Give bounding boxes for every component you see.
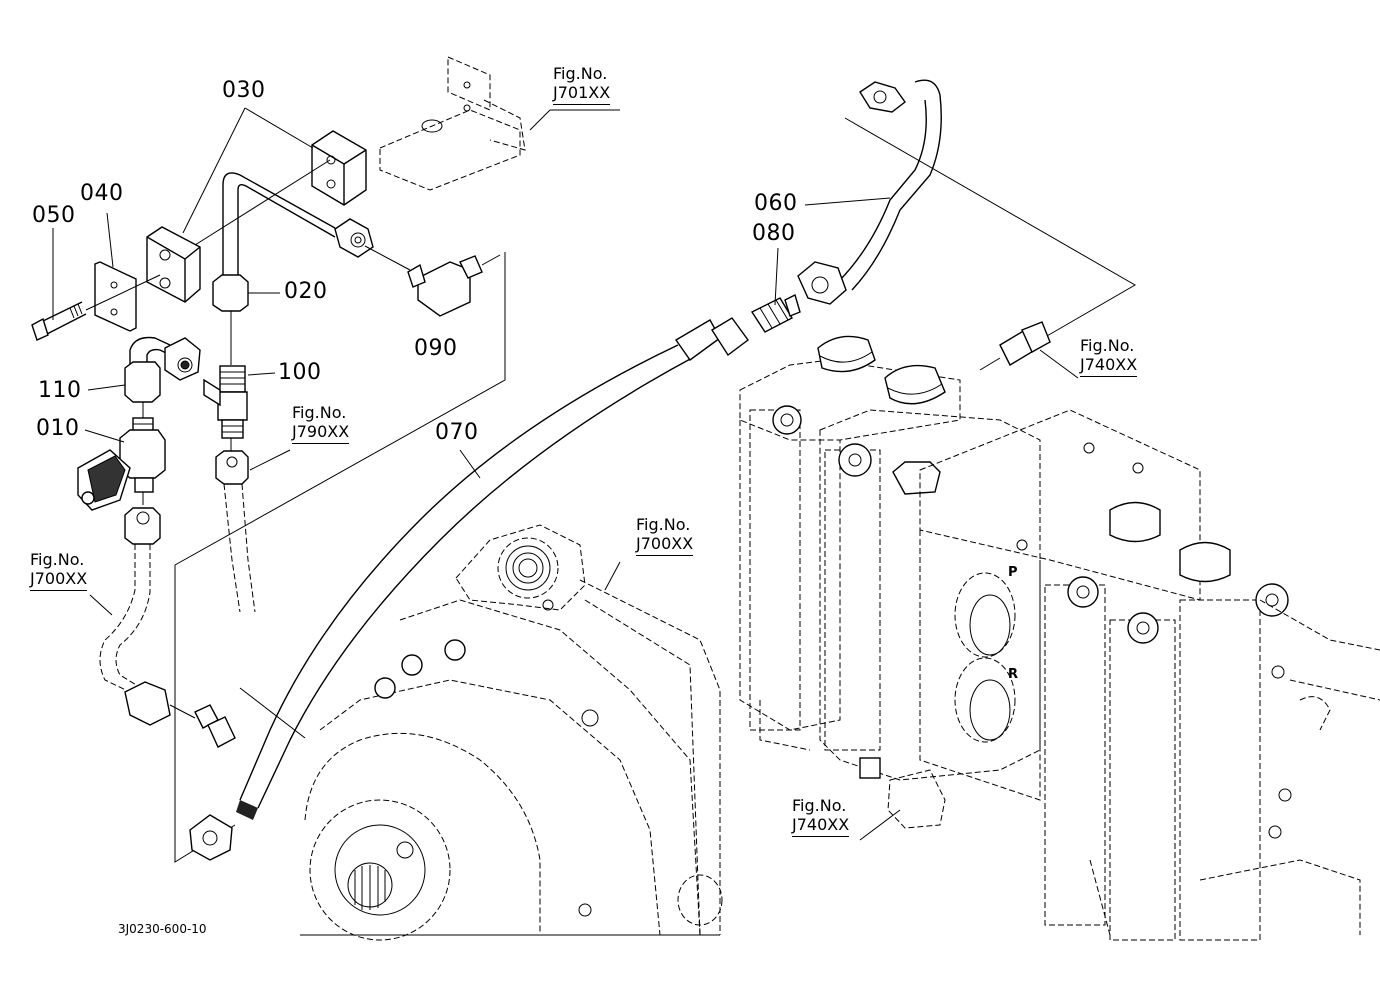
pipe-060 [797,79,942,305]
port-mark-r: R [1008,667,1019,682]
fig-ref-j701[interactable]: Fig.No. J701XX [553,64,611,105]
part-label-010: 010 [36,416,80,441]
quick-coupler-010 [77,417,166,511]
fig-ref-code: J790XX [292,422,350,444]
nut-020-end [334,218,411,271]
tee-100 [203,365,248,452]
port-mark-p: P [1008,565,1018,580]
adapter-080 [750,293,801,333]
part-label-050: 050 [32,203,76,228]
drawing-code: 3J0230-600-10 [118,922,207,936]
leader-030b [182,107,246,234]
part-label-060: 060 [754,191,798,216]
clamp-block-030-upper [311,130,367,206]
fig-ref-line1: Fig.No. [553,64,608,83]
adapter-j740-top [979,321,1051,371]
leader-j700-left [89,594,113,616]
fig-ref-line1: Fig.No. [1080,336,1135,355]
fig-ref-line1: Fig.No. [30,550,85,569]
fig-ref-code: J700XX [30,569,88,591]
leader-010 [84,429,125,443]
leader-j740-top [1039,349,1079,379]
part-label-080: 080 [752,221,796,246]
part-label-040: 040 [80,181,124,206]
leader-j790 [249,449,291,471]
elbow-090 [407,254,501,317]
frame-right [844,117,1136,341]
fig-ref-code: J701XX [553,83,611,105]
control-valve-bank [739,335,1380,941]
part-label-070: 070 [435,420,479,445]
fig-ref-j740-bottom[interactable]: Fig.No. J740XX [792,796,850,837]
part-label-100: 100 [278,360,322,385]
leader-030a [244,107,314,149]
leader-060 [804,197,891,206]
leader-j740-bottom [859,809,901,841]
elbow-110 [124,336,201,418]
leader-040 [106,212,114,268]
fig-ref-code: J700XX [636,534,694,556]
fig-ref-line1: Fig.No. [792,796,847,815]
hydraulic-pump [300,524,723,941]
pipe-020 [212,172,336,365]
hose-070 [189,317,749,861]
fig-ref-j700-left[interactable]: Fig.No. J700XX [30,550,88,591]
leader-j700-pump [604,561,621,591]
fig-ref-code: J740XX [1080,355,1138,377]
leader-070 [459,449,481,479]
part-label-030: 030 [222,78,266,103]
part-label-110: 110 [38,378,82,403]
fig-ref-j740-top[interactable]: Fig.No. J740XX [1080,336,1138,377]
clamp-block-030-lower [146,226,201,303]
leader-080 [774,247,779,306]
fig-ref-j790[interactable]: Fig.No. J790XX [292,403,350,444]
assembly-line [194,159,331,246]
fig-ref-code: J740XX [792,815,850,837]
bolt-050 [31,274,161,341]
hose-j790 [215,450,256,613]
part-label-020: 020 [284,279,328,304]
part-label-090: 090 [414,336,458,361]
pipe-j700-left [99,507,236,748]
fig-ref-line1: Fig.No. [636,515,691,534]
leader-100 [247,372,276,376]
leader-110 [87,384,126,391]
fig-ref-line1: Fig.No. [292,403,347,422]
fig-ref-j700-pump[interactable]: Fig.No. J700XX [636,515,694,556]
frame-left-2 [239,687,306,739]
bracket-j701 [379,56,620,191]
